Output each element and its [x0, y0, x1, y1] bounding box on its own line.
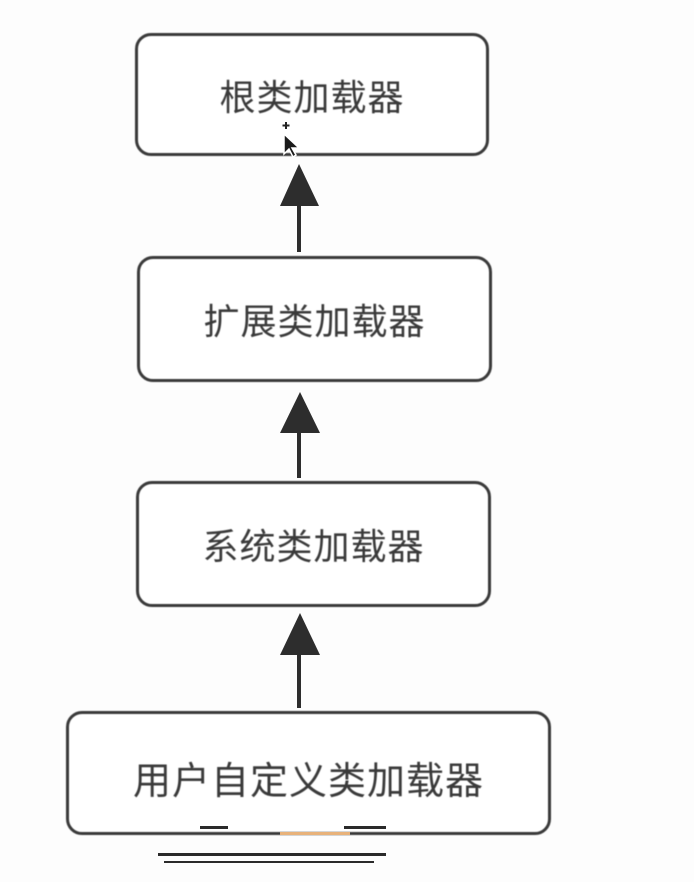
node-label: 用户自定义类加载器 — [132, 758, 484, 803]
node-extension-class-loader[interactable]: 扩展类加载器 — [137, 256, 492, 382]
node-label: 扩展类加载器 — [203, 302, 426, 343]
node-user-defined-class-loader[interactable]: 用户自定义类加载器 — [66, 711, 551, 835]
arrowhead-icon — [280, 613, 320, 655]
node-label: 系统类加载器 — [202, 527, 425, 568]
decorative-line — [280, 832, 350, 835]
decorative-line — [344, 826, 386, 829]
mouse-pointer-icon — [282, 122, 301, 158]
edge-user-to-system — [280, 613, 320, 708]
decorative-line — [200, 826, 228, 829]
node-label: 根类加载器 — [219, 77, 405, 119]
edge-extension-to-root — [280, 164, 319, 252]
decorative-line — [164, 861, 374, 863]
decorative-line — [158, 853, 386, 856]
node-root-class-loader[interactable]: 根类加载器 — [135, 33, 489, 156]
edge-system-to-extension — [280, 392, 320, 478]
arrowhead-icon — [280, 164, 319, 206]
node-system-class-loader[interactable]: 系统类加载器 — [136, 481, 491, 607]
arrowhead-icon — [280, 392, 320, 433]
